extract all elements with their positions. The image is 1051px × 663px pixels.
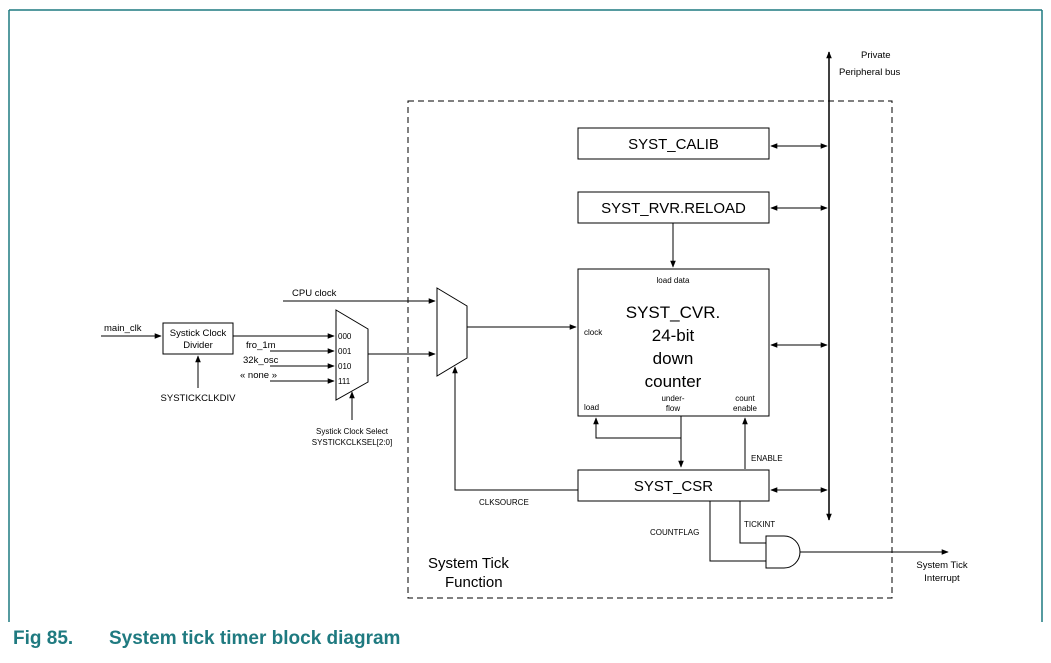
cpu-clock-label: CPU clock [292,288,337,299]
syst-csr-label: SYST_CSR [634,478,713,495]
interrupt-label-line1: System Tick [916,560,967,571]
syst-rvr-block [577,191,770,224]
main-clk-label: main_clk [104,323,142,334]
mux-input-111: 111 [338,377,351,386]
syst-cvr-counter-block [577,268,770,417]
port-underflow-line2: flow [666,404,680,413]
syst-csr-block [577,469,770,502]
mux-input-000: 000 [338,332,352,341]
figure-title: System tick timer block diagram [109,628,401,649]
countflag-label: COUNTFLAG [650,528,699,537]
systick-clock-divider-block [162,322,234,355]
tickint-path [739,501,766,544]
bus-label-line1: Private [861,50,891,61]
divider-label-line1: Systick Clock [170,328,227,339]
clock-source-mux [436,287,468,377]
figure-caption: Fig 85. System tick timer block diagram [13,628,400,650]
counter-label-line1: SYST_CVR. [626,303,720,322]
counter-label-line4: counter [645,372,702,391]
interrupt-label-line2: Interrupt [924,573,960,584]
syst-calib-block [577,127,770,160]
port-load-data: load data [657,276,690,285]
syst-calib-label: SYST_CALIB [628,136,719,153]
port-clock: clock [584,328,603,337]
port-count-enable-line2: enable [733,404,758,413]
syst-rvr-label: SYST_RVR.RELOAD [601,200,746,217]
divider-label-line2: Divider [183,340,213,351]
clksource-path [452,366,578,491]
function-label-line1: System Tick [428,555,509,572]
fro-1m-label: fro_1m [246,340,276,351]
bus-label-line2: Peripheral bus [839,67,901,78]
systickclkdiv-label: SYSTICKCLKDIV [161,393,237,404]
clksource-label: CLKSOURCE [479,498,529,507]
function-label-line2: Function [445,574,503,591]
osc-32k-label: 32k_osc [243,355,279,366]
system-tick-function-boundary [407,100,893,599]
port-count-enable-line1: count [735,394,755,403]
mux-input-010: 010 [338,362,352,371]
clksel-label-line2: SYSTICKCLKSEL[2:0] [312,438,392,447]
countflag-path [709,501,766,562]
mux-input-001: 001 [338,347,352,356]
enable-label: ENABLE [751,454,783,463]
systick-clock-select-mux [335,309,369,401]
port-load: load [584,403,599,412]
none-label: « none » [240,370,277,381]
figure-number: Fig 85. [13,628,74,649]
tickint-label: TICKINT [744,520,775,529]
counter-label-line2: 24-bit [652,326,695,345]
underflow-to-load-path [593,416,682,439]
clksel-label-line1: Systick Clock Select [316,427,389,436]
counter-label-line3: down [653,349,694,368]
port-underflow-line1: under- [661,394,684,403]
and-gate [765,535,801,569]
figure-frame [8,9,1043,622]
